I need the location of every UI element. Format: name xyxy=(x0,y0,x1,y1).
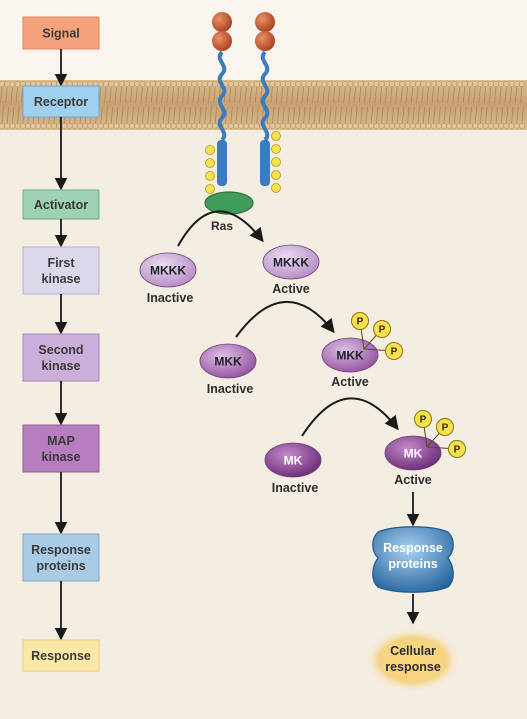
kinase-inactive-label: Inactive xyxy=(207,382,254,396)
cellular-response-line-2: response xyxy=(385,660,441,674)
phosphate-label: P xyxy=(391,347,398,358)
pathway-step-label: Second xyxy=(38,343,83,357)
pathway-step-label: Response xyxy=(31,649,91,663)
receptor-coil xyxy=(260,50,270,142)
ras-label: Ras xyxy=(211,219,233,233)
receptor-phosphate-dot xyxy=(271,170,281,180)
pathway-step-box xyxy=(22,333,100,382)
signal-ball xyxy=(212,12,232,32)
receptor-left xyxy=(212,12,232,186)
receptor-right xyxy=(255,12,275,186)
pathway-step-box xyxy=(22,533,100,582)
pathway-step-label: proteins xyxy=(36,559,85,573)
pathway-step-box xyxy=(22,639,100,672)
kinase-inactive-label: Inactive xyxy=(272,481,319,495)
pathway-step-box xyxy=(22,424,100,473)
pathway-step-receptor: Receptor xyxy=(22,85,100,118)
kinase-active-name: MKKK xyxy=(273,256,309,270)
pathway-step-label: Activator xyxy=(34,198,88,212)
pathway-step-label: kinase xyxy=(42,450,81,464)
receptor-phosphate-dot xyxy=(271,183,281,193)
pathway-step-label: Signal xyxy=(42,27,80,41)
signal-ball xyxy=(212,31,232,51)
pathway-step-label: MAP xyxy=(47,434,75,448)
cellular-response: Cellular response xyxy=(365,628,461,692)
receptor-tail xyxy=(217,140,227,186)
receptor-phosphate-dot xyxy=(271,131,281,141)
activation-arrow xyxy=(177,210,264,247)
response-proteins: Response proteins xyxy=(372,526,454,593)
receptor-phosphate-dot xyxy=(205,145,215,155)
receptor-phosphate-dot xyxy=(271,157,281,167)
phosphate-label: P xyxy=(442,423,449,434)
signal-ball xyxy=(255,31,275,51)
phosphate-group xyxy=(351,312,369,330)
kinase-inactive-name: MKKK xyxy=(150,264,186,278)
pathway-step-second-kinase: Second kinase xyxy=(22,333,100,382)
phosphate-label: P xyxy=(420,415,427,426)
pathway-step-label: First xyxy=(47,256,75,270)
pathway-step-response: Response xyxy=(22,639,100,672)
pathway-step-column: SignalReceptorActivatorFirstkinaseSecond… xyxy=(22,16,100,672)
pathway-step-activator: Activator xyxy=(22,189,100,220)
response-proteins-shape xyxy=(372,526,454,593)
activation-arrow xyxy=(235,301,335,338)
response-proteins-line-2: proteins xyxy=(388,557,437,571)
pathway-step-label: Response xyxy=(31,543,91,557)
cellular-response-line-1: Cellular xyxy=(390,644,436,658)
ras-protein xyxy=(204,191,254,215)
pathway-step-label: Receptor xyxy=(34,95,88,109)
kinase-cascade: MKKKInactiveMKKKActiveMKKInactiveMKKActi… xyxy=(139,210,466,495)
phosphate-group xyxy=(414,410,432,428)
pathway-step-box xyxy=(22,246,100,295)
pathway-step-response-proteins: Response proteins xyxy=(22,533,100,582)
pathway-step-signal: Signal xyxy=(22,16,100,50)
kinase-inactive-name: MKK xyxy=(214,355,242,369)
receptor-coil xyxy=(217,50,227,142)
receptor-phospho-dots xyxy=(205,131,281,194)
receptor-phosphate-dot xyxy=(205,171,215,181)
receptor-tail xyxy=(260,140,270,186)
phosphate-group xyxy=(436,418,454,436)
phosphate-group xyxy=(385,342,403,360)
pathway-step-box xyxy=(22,16,100,50)
response-proteins-line-1: Response xyxy=(383,541,443,555)
pathway-step-label: kinase xyxy=(42,359,81,373)
kinase-active-shape xyxy=(262,244,320,280)
kinase-mkkk: MKKK Inactive MKKK Active xyxy=(139,210,320,305)
activation-arrow xyxy=(301,397,399,437)
kinase-inactive-shape xyxy=(264,442,322,478)
pathway-step-label: kinase xyxy=(42,272,81,286)
receptor-phosphate-dot xyxy=(205,184,215,194)
pathway-step-box xyxy=(22,85,100,118)
cellular-response-glow xyxy=(365,628,461,692)
phosphate-label: P xyxy=(379,325,386,336)
kinase-active-label: Active xyxy=(272,282,310,296)
kinase-inactive-name: MK xyxy=(284,454,303,468)
receptor-phosphate-dot xyxy=(271,144,281,154)
kinase-active-name: MKK xyxy=(336,349,364,363)
phosphate-group xyxy=(448,440,466,458)
kinase-active-label: Active xyxy=(394,473,432,487)
kinase-inactive-shape xyxy=(199,343,257,379)
phosphate-label: P xyxy=(454,445,461,456)
kinase-active-name: MK xyxy=(404,447,423,461)
pathway-step-first-kinase: First kinase xyxy=(22,246,100,295)
kinase-inactive-label: Inactive xyxy=(147,291,194,305)
pathway-step-map-kinase: MAP kinase xyxy=(22,424,100,473)
kinase-inactive-shape xyxy=(139,252,197,288)
receptor-dimer xyxy=(205,12,281,194)
phosphate-group xyxy=(373,320,391,338)
phosphate-label: P xyxy=(357,317,364,328)
kinase-active-label: Active xyxy=(331,375,369,389)
signal-ball xyxy=(255,12,275,32)
receptor-phosphate-dot xyxy=(205,158,215,168)
